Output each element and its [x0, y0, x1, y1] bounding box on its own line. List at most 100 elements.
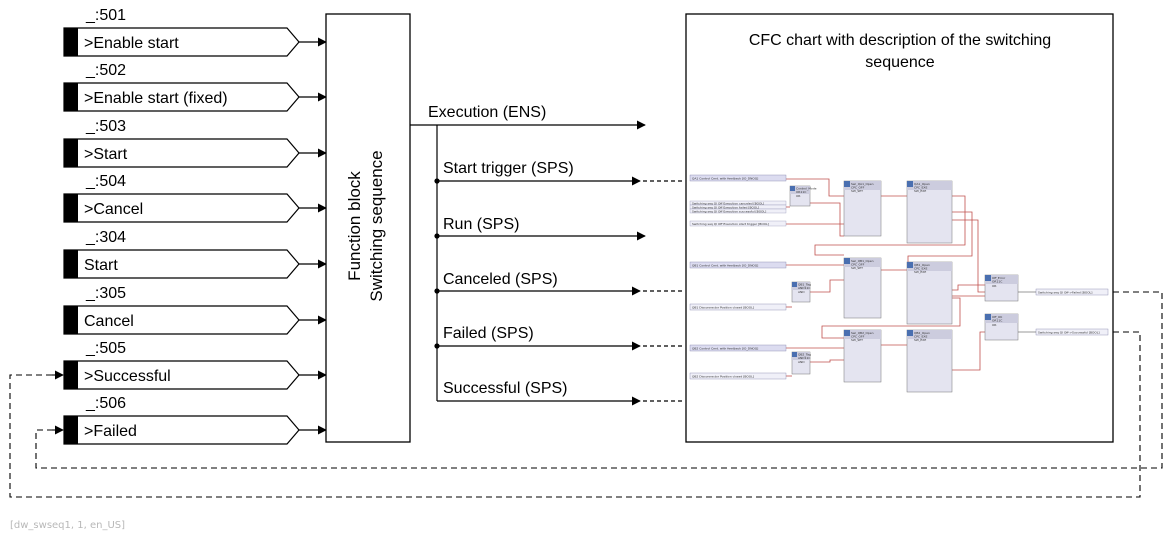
cfc-block-name: QB2_Open — [914, 331, 930, 335]
input-label: >Enable start — [84, 35, 179, 52]
input-signal: _:502 >Enable start (fixed) — [63, 62, 327, 112]
cfc-signal-tags: QA1 Control Cmd. with feedback [IO_DNOQ]… — [689, 174, 1109, 380]
function-block-line2: Switching sequence — [367, 150, 386, 301]
input-signal: _:505 >Successful — [63, 340, 327, 390]
cfc-signal: QB1 Disconnector Position closed [BOOL] — [692, 306, 754, 310]
cfc-block-type: OR11C — [992, 280, 1002, 284]
cfc-block: Swi_QB2_Open CPC_OFF SW_SET — [843, 329, 882, 383]
output-label: Successful (SPS) — [443, 380, 567, 397]
input-signal: _:304 Start — [63, 229, 327, 279]
cfc-chart: QA1 Control Cmd. with feedback [IO_DNOQ]… — [689, 174, 1109, 393]
cfc-block: QB1_Tag AND11C AND — [791, 281, 811, 303]
cfc-block-name: QB2_Tag — [798, 353, 811, 357]
input-id: _:503 — [85, 118, 126, 135]
input-label: >Successful — [84, 368, 171, 385]
cfc-signal: Switching seq QI Off Execution canceled … — [692, 201, 764, 205]
cfc-block-type: CPC_OFF — [851, 263, 865, 267]
cfc-block-name: Off_Error — [992, 276, 1006, 280]
cfc-signal: QB2 Control Cmd. with feedback [IO_DNOQ] — [692, 347, 758, 351]
input-label: >Start — [84, 146, 128, 163]
cfc-block-type: CPC_EXE — [914, 267, 927, 271]
cfc-signal: Switching seq QI Off Execution start tri… — [692, 222, 769, 226]
input-id: _:305 — [85, 285, 126, 302]
cfc-block-sub: AND — [798, 360, 805, 364]
input-id: _:504 — [85, 173, 126, 190]
input-marker — [64, 416, 78, 444]
cfc-panel-title-line2: sequence — [865, 54, 934, 71]
cfc-block-name: Swi_QB2_Open — [851, 331, 874, 335]
input-id: _:502 — [85, 62, 126, 79]
feedback-successful-line — [9, 331, 1141, 498]
input-marker — [64, 306, 78, 334]
output-label: Canceled (SPS) — [443, 271, 558, 288]
input-marker — [64, 83, 78, 111]
cfc-block-sub: SW_SET — [851, 338, 863, 342]
input-marker — [64, 361, 78, 389]
input-label: >Cancel — [84, 201, 143, 218]
output-signals: Execution (ENS) Start trigger (SPS) Run … — [410, 104, 685, 406]
output-label: Run (SPS) — [443, 216, 519, 233]
cfc-block-name: QB1_Tag — [798, 283, 811, 287]
figure-caption: [dw_swseq1, 1, en_US] — [10, 520, 125, 531]
input-signal: _:503 >Start — [63, 118, 327, 168]
cfc-signal: Switching seq QI Off Execution failed [B… — [692, 205, 759, 209]
cfc-block-name: Control_Mode — [796, 187, 817, 191]
cfc-wires — [786, 178, 985, 377]
cfc-block-sub: SW_SET — [851, 266, 863, 270]
output-label: Start trigger (SPS) — [443, 160, 574, 177]
cfc-signal: QB1 Control Cmd. with feedback [IO_DNOQ] — [692, 264, 758, 268]
cfc-block: Swi_QA1_Open CPC_OFF SW_SET — [843, 180, 882, 237]
cfc-block-sub: OR — [796, 194, 800, 198]
input-marker — [64, 250, 78, 278]
feedback-lines — [9, 291, 1163, 498]
input-id: _:506 — [85, 395, 126, 412]
cfc-block-sub: OR — [992, 284, 996, 288]
cfc-block-name: Off_OK — [992, 315, 1003, 319]
function-block — [325, 13, 411, 443]
input-signals: _:501 >Enable start _:502 >Enable start … — [63, 7, 327, 445]
input-signal: _:506 >Failed — [63, 395, 327, 445]
input-marker — [64, 194, 78, 222]
cfc-block: Swi_QB1_Open CPC_OFF SW_SET — [843, 257, 882, 319]
cfc-block-sub: OR — [992, 323, 996, 327]
input-marker — [64, 139, 78, 167]
input-signal: _:305 Cancel — [63, 285, 327, 335]
cfc-block-sub: SW_SET — [851, 189, 863, 193]
cfc-block: QB1_Open CPC_EXE SW_EXE — [906, 261, 953, 325]
input-signal: _:504 >Cancel — [63, 173, 327, 223]
input-label: Cancel — [84, 313, 134, 330]
cfc-block: Off_OK OR11C OR — [984, 313, 1019, 341]
input-signal: _:501 >Enable start — [63, 7, 327, 57]
cfc-block-name: Swi_QA1_Open — [851, 182, 874, 186]
cfc-block-type: CPC_OFF — [851, 186, 865, 190]
cfc-signal: Switching seq QI Off Execution successfu… — [692, 209, 766, 213]
input-id: _:505 — [85, 340, 126, 357]
cfc-block-type: AND11C — [798, 286, 811, 290]
input-label: >Failed — [84, 423, 137, 440]
cfc-block-type: CPC_EXE — [914, 186, 927, 190]
output-label: Execution (ENS) — [428, 104, 546, 121]
input-label: >Enable start (fixed) — [84, 90, 228, 107]
cfc-block-type: CPC_OFF — [851, 335, 865, 339]
cfc-signal: Switching seq QI Off->Successful [BOOL] — [1038, 331, 1100, 335]
function-block-line1: Function block — [345, 171, 364, 281]
cfc-signal: QA1 Control Cmd. with feedback [IO_DNOQ] — [692, 177, 758, 181]
cfc-block-type: OR11C — [796, 190, 806, 194]
input-id: _:304 — [85, 229, 126, 246]
cfc-out-wires — [1018, 291, 1036, 333]
cfc-block-sub: SW_EXE — [914, 338, 926, 342]
cfc-block: Off_Error OR11C OR — [984, 274, 1019, 302]
input-label: Start — [84, 257, 118, 274]
cfc-block: QA1_Open CPC_EXE SW_EXE — [906, 180, 953, 244]
input-marker — [64, 28, 78, 56]
cfc-block-sub: AND — [798, 290, 805, 294]
cfc-block: Control_Mode OR11C OR — [789, 185, 817, 207]
feedback-failed-line — [35, 291, 1163, 469]
cfc-signal: Switching seq QI Off->Failed [BOOL] — [1038, 291, 1092, 295]
cfc-panel — [685, 13, 1114, 443]
cfc-signal: QB2 Disconnector Position closed [BOOL] — [692, 375, 754, 379]
input-id: _:501 — [85, 7, 126, 24]
cfc-block-name: Swi_QB1_Open — [851, 259, 874, 263]
cfc-block-sub: SW_EXE — [914, 270, 926, 274]
